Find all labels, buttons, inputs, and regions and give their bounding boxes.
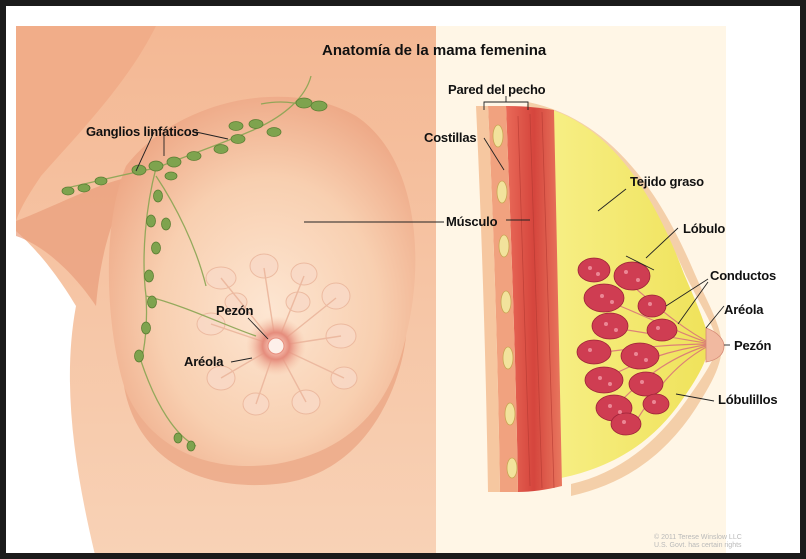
diagram-title: Anatomía de la mama femenina [322,42,546,59]
cross-section-view [436,26,726,559]
label-chest-wall: Pared del pecho [448,82,545,97]
label-areola-section: Aréola [724,302,763,317]
copyright-line-2: U.S. Govt. has certain rights [654,542,742,550]
label-nipple-frontal: Pezón [216,303,253,318]
label-muscle: Músculo [446,214,497,229]
copyright-line-1: © 2011 Terese Winslow LLC [654,534,742,542]
label-fatty-tissue: Tejido graso [630,174,704,189]
frontal-view [16,26,436,559]
breast-anatomy-illustration [6,6,806,559]
label-ribs: Costillas [424,130,476,145]
label-nipple-section: Pezón [734,338,771,353]
label-areola-frontal: Aréola [184,354,223,369]
nipple-frontal [268,338,284,354]
label-lobe: Lóbulo [683,221,725,236]
copyright-notice: © 2011 Terese Winslow LLC U.S. Govt. has… [654,534,742,550]
label-lobules: Lóbulillos [718,392,777,407]
label-ducts: Conductos [710,268,776,283]
label-lymph-nodes: Ganglios linfáticos [86,124,199,139]
